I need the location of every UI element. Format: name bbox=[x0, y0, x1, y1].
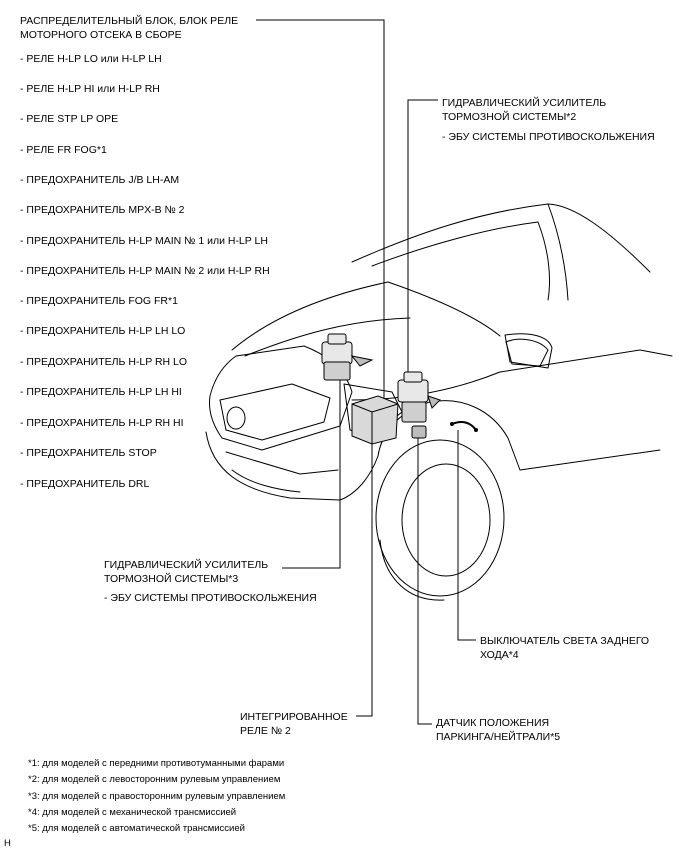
side-mirror bbox=[505, 338, 549, 367]
brake-booster-rhd bbox=[321, 333, 374, 381]
relay-block-item: - ПРЕДОХРАНИТЕЛЬ H-LP LH HI bbox=[20, 386, 182, 398]
front-wheel bbox=[375, 439, 505, 597]
integrated-relay-line2: РЕЛЕ № 2 bbox=[240, 725, 291, 737]
brake-booster-lhd bbox=[397, 371, 441, 423]
emblem-icon bbox=[226, 406, 246, 430]
relay-block-item: - ПРЕДОХРАНИТЕЛЬ DRL bbox=[20, 478, 150, 490]
fender-outline bbox=[377, 400, 521, 471]
relay-block-item: - ПРЕДОХРАНИТЕЛЬ FOG FR*1 bbox=[20, 295, 178, 307]
relay-block-title-line1: РАСПРЕДЕЛИТЕЛЬНЫЙ БЛОК, БЛОК РЕЛЕ bbox=[20, 15, 239, 27]
car-roof-outline bbox=[351, 203, 651, 273]
backup-switch-wire bbox=[451, 421, 477, 431]
figure-code: H bbox=[4, 838, 11, 849]
backup-switch-line2: ХОДА*4 bbox=[480, 649, 519, 661]
relay-block-item: - ПРЕДОХРАНИТЕЛЬ MPX-B № 2 bbox=[20, 204, 185, 216]
leader-booster-lhd bbox=[407, 99, 438, 372]
footnote: *2: для моделей с левосторонним рулевым … bbox=[28, 774, 281, 785]
relay-block-item: - ПРЕДОХРАНИТЕЛЬ H-LP RH HI bbox=[20, 417, 184, 429]
integrated-relay-line1: ИНТЕГРИРОВАННОЕ bbox=[240, 711, 348, 723]
footnote: *3: для моделей с правосторонним рулевым… bbox=[28, 791, 286, 802]
relay-block-item: - ПРЕДОХРАНИТЕЛЬ H-LP RH LO bbox=[20, 356, 188, 368]
booster-lhd-line1: ГИДРАВЛИЧЕСКИЙ УСИЛИТЕЛЬ bbox=[442, 97, 607, 109]
relay-block-item: - ПРЕДОХРАНИТЕЛЬ H-LP MAIN № 1 или H-LP … bbox=[20, 235, 268, 247]
relay-block-item: - РЕЛЕ FR FOG*1 bbox=[20, 144, 107, 156]
relay-block-item: - РЕЛЕ STP LP OPE bbox=[20, 113, 119, 125]
relay-block-item: - ПРЕДОХРАНИТЕЛЬ H-LP LH LO bbox=[20, 325, 186, 337]
relay-block-item: - РЕЛЕ H-LP LO или H-LP LH bbox=[20, 53, 162, 65]
bumper-outline bbox=[205, 431, 379, 501]
windshield-outline bbox=[371, 221, 539, 267]
park-sensor-line1: ДАТЧИК ПОЛОЖЕНИЯ bbox=[436, 717, 550, 729]
leader-relay-block bbox=[256, 19, 385, 398]
relay-block-item: - ПРЕДОХРАНИТЕЛЬ J/B LH-AM bbox=[20, 174, 180, 186]
leader-park-sensor bbox=[417, 438, 432, 725]
booster-rhd-line1: ГИДРАВЛИЧЕСКИЙ УСИЛИТЕЛЬ bbox=[104, 559, 269, 571]
footnote: *5: для моделей с автоматической трансми… bbox=[28, 823, 245, 834]
footnote: *4: для моделей с механической трансмисс… bbox=[28, 807, 237, 818]
relay-block-item: - ПРЕДОХРАНИТЕЛЬ H-LP MAIN № 2 или H-LP … bbox=[20, 265, 270, 277]
engine-relay-block bbox=[351, 395, 399, 445]
leader-backup-switch bbox=[457, 430, 476, 641]
booster-rhd-line2: ТОРМОЗНОЙ СИСТЕМЫ*3 bbox=[104, 573, 239, 585]
leader-integrated-relay bbox=[356, 438, 373, 717]
relay-block-item: - РЕЛЕ H-LP HI или H-LP RH bbox=[20, 83, 160, 95]
relay-block-item: - ПРЕДОХРАНИТЕЛЬ STOP bbox=[20, 447, 157, 459]
booster-rhd-sub: - ЭБУ СИСТЕМЫ ПРОТИВОСКОЛЬЖЕНИЯ bbox=[104, 592, 317, 604]
park-neutral-sensor bbox=[411, 425, 427, 439]
footnote: *1: для моделей с передними противотуман… bbox=[28, 758, 285, 769]
backup-switch-line1: ВЫКЛЮЧАТЕЛЬ СВЕТА ЗАДНЕГО bbox=[480, 635, 650, 647]
leader-booster-rhd bbox=[282, 380, 341, 569]
booster-lhd-sub: - ЭБУ СИСТЕМЫ ПРОТИВОСКОЛЬЖЕНИЯ bbox=[442, 131, 655, 143]
booster-lhd-line2: ТОРМОЗНОЙ СИСТЕМЫ*2 bbox=[442, 111, 577, 123]
relay-block-title-line2: МОТОРНОГО ОТСЕКА В СБОРЕ bbox=[20, 29, 182, 41]
park-sensor-line2: ПАРКИНГА/НЕЙТРАЛИ*5 bbox=[436, 731, 561, 743]
hood-outline bbox=[231, 281, 501, 351]
